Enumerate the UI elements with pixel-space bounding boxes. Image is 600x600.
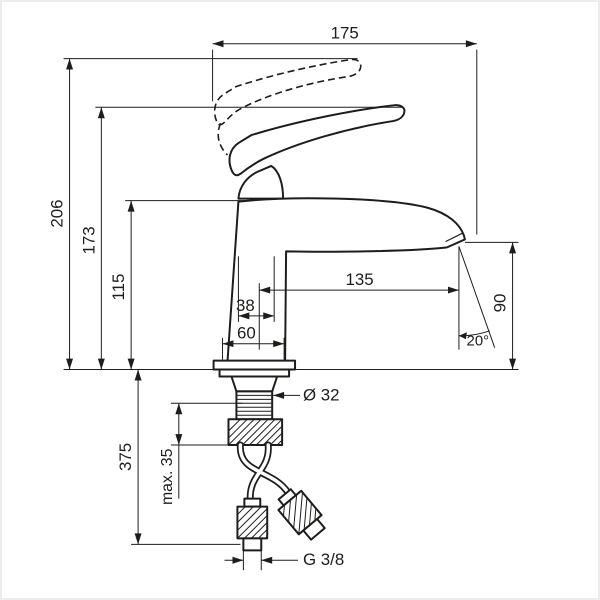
escutcheon-cone: [230, 375, 279, 393]
dim-label-g38: G 3/8: [303, 550, 344, 569]
dim-label-60: 60: [237, 324, 256, 343]
hose-connectors: [236, 488, 326, 552]
mounting-nut-hatch: [228, 418, 283, 446]
dim-label-206: 206: [48, 200, 67, 228]
dimension-173: 173: [79, 106, 404, 370]
base-plate: [212, 359, 297, 378]
dimension-max-35: max. 35: [159, 402, 243, 505]
faucet-body-spout: [226, 197, 466, 363]
faucet-outline: [212, 58, 466, 378]
dim-label-38: 38: [236, 296, 255, 315]
mounting-hardware: [227, 375, 284, 447]
dimension-206: 206: [48, 58, 358, 371]
dim-label-175: 175: [331, 24, 359, 43]
dim-label-dia32: Ø 32: [303, 385, 340, 404]
faucet-handle-raised-dashed: [213, 58, 362, 126]
dim-label-20deg: 20°: [467, 334, 490, 350]
dim-label-115: 115: [109, 274, 128, 301]
dimension-115: 115: [109, 200, 247, 370]
dimension-60: 60: [222, 324, 285, 360]
supply-hoses: [236, 441, 292, 505]
diameter-32: Ø 32: [273, 385, 340, 404]
dimension-175: 175: [212, 24, 478, 235]
hose-connector-right: [277, 488, 326, 541]
faucet-handle-dome: [237, 164, 285, 200]
dim-label-max-35: max. 35: [159, 448, 176, 505]
dim-label-135: 135: [346, 270, 374, 289]
dim-label-375: 375: [116, 443, 135, 471]
dimension-90: 90: [296, 241, 519, 371]
hose-connector-left: [236, 497, 269, 552]
dimension-135: 135: [258, 270, 459, 350]
dimension-38: 38: [236, 256, 275, 322]
faucet-handle: [228, 104, 406, 177]
dim-label-173: 173: [79, 226, 98, 254]
dim-label-90: 90: [491, 294, 510, 313]
aerator-line: [445, 232, 463, 242]
handle-travel-arc-dashed: [217, 122, 229, 156]
dimension-375: 375: [116, 369, 241, 545]
thread-g38: G 3/8: [224, 550, 344, 571]
threaded-shank: [235, 390, 274, 421]
angle-20: 20°: [458, 246, 496, 350]
